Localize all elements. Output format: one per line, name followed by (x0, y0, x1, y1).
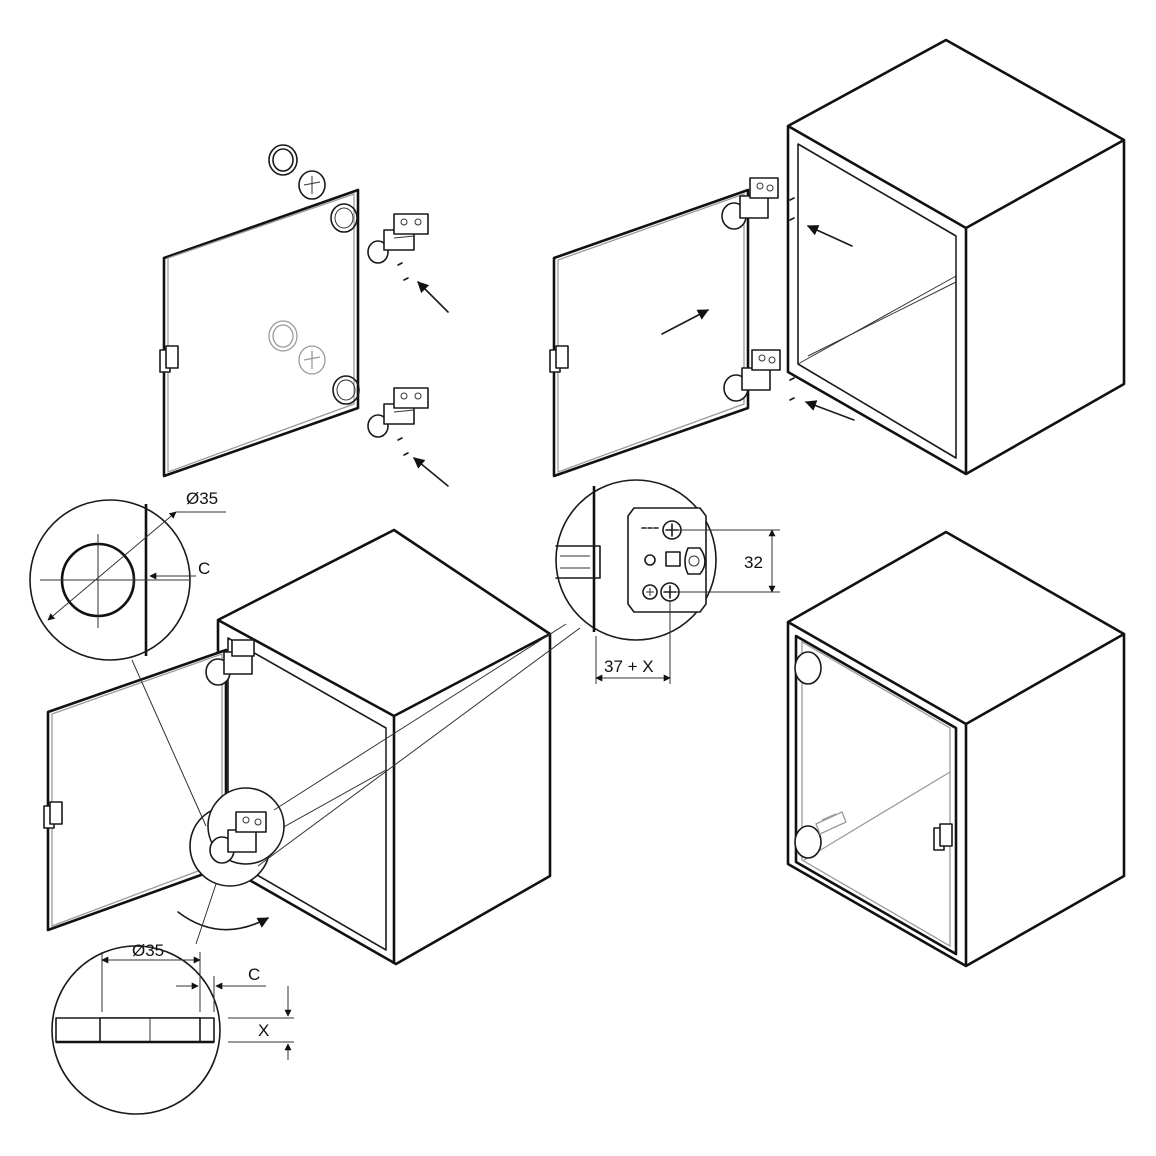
hinge-bottom (367, 387, 429, 438)
visible-cup-bottom (794, 825, 822, 859)
closed-door (794, 634, 958, 956)
panel-closed-cabinet (786, 530, 1126, 968)
clearance-label-bottom: C (248, 965, 260, 984)
panel-mounting-to-cabinet (549, 38, 1126, 478)
visible-cup-top (794, 651, 822, 685)
open-door (46, 648, 228, 932)
hinge-top (367, 213, 429, 264)
detail-mounting-plate: 32 37 + X (555, 479, 780, 684)
panel-mounted-door (43, 528, 581, 966)
cover-ring (268, 144, 298, 176)
cup-insert (298, 170, 326, 200)
detail-cup-hole-plan: Ø35 C (29, 489, 226, 661)
clearance-label-top: C (198, 559, 210, 578)
cabinet-body-3 (216, 528, 552, 966)
door (552, 188, 750, 478)
panel-door-assembly (159, 144, 449, 487)
diameter-label-top: Ø35 (186, 489, 218, 508)
dim-37x-label: 37 + X (604, 657, 654, 676)
glass-door (162, 188, 360, 478)
door-swing-arrow (177, 911, 269, 931)
cup-hole-bottom (332, 375, 360, 405)
detail-cup-hole-section: Ø35 C X (51, 941, 294, 1115)
depth-label-bottom: X (258, 1021, 269, 1040)
dim-32-label: 32 (744, 553, 763, 572)
cup-hole-top (330, 203, 358, 233)
diameter-label-bottom: Ø35 (132, 941, 164, 960)
mounting-plate (627, 507, 707, 613)
